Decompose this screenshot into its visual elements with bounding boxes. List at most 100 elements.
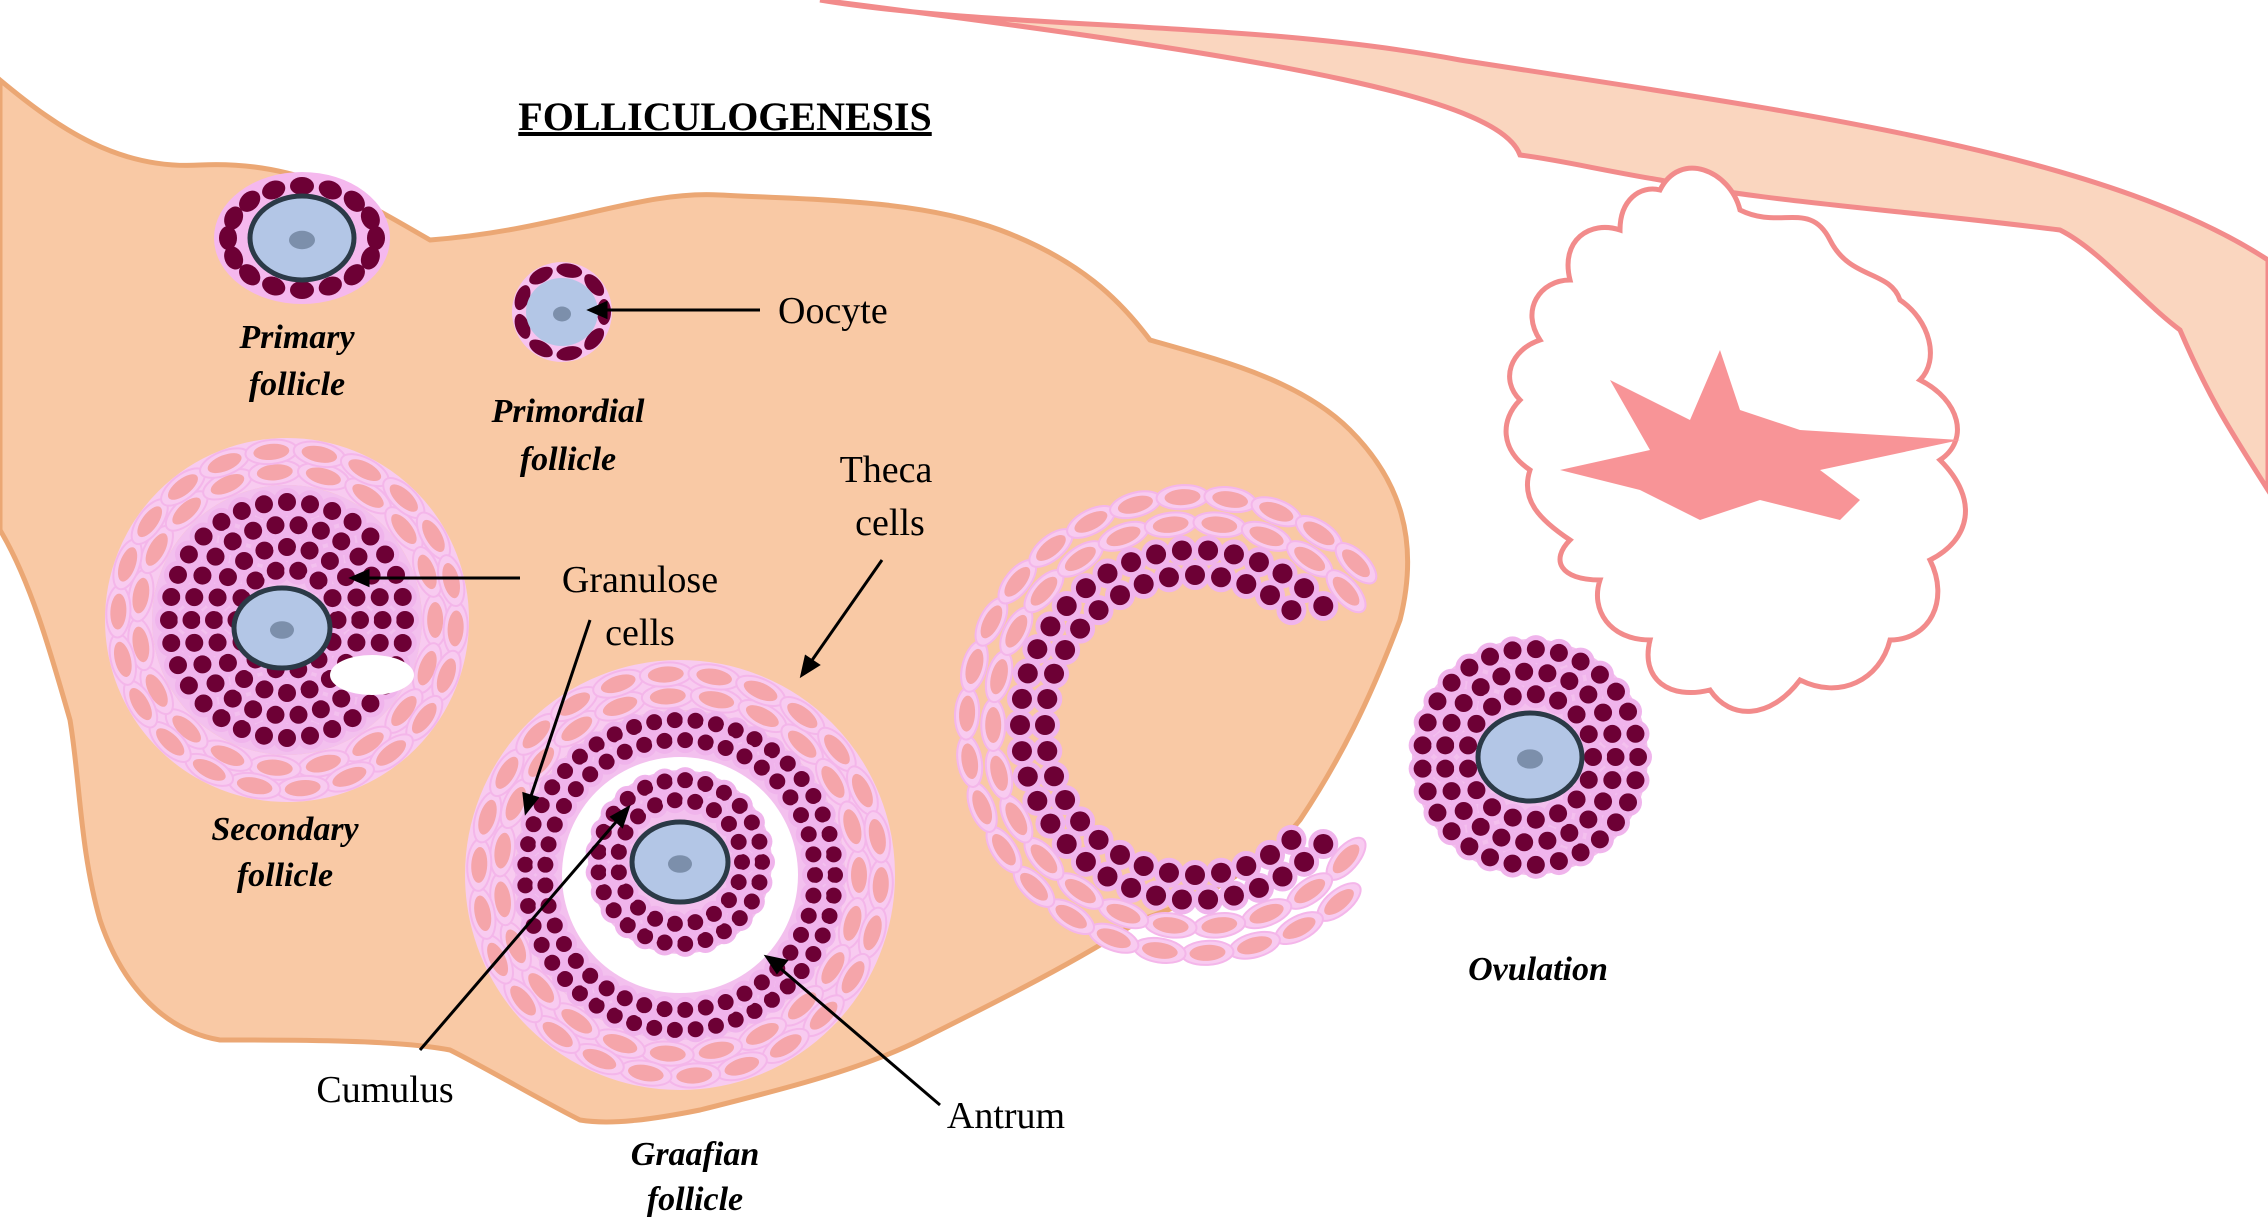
theca-arrowhead xyxy=(799,654,821,679)
cumulus-label: Cumulus xyxy=(316,1069,453,1111)
granulosa-cell xyxy=(687,793,704,810)
granulosa-cell xyxy=(193,655,212,674)
theca-cell xyxy=(110,593,127,630)
granulosa-cell xyxy=(1070,618,1091,639)
theca-cell xyxy=(1106,526,1141,547)
theca-cells-label-line1: Theca xyxy=(840,449,933,491)
granulosa-cell xyxy=(1579,810,1598,829)
granulosa-cell xyxy=(1133,574,1154,595)
granulosa-cell xyxy=(598,980,615,997)
graafian-follicle-label-line2: follicle xyxy=(647,1181,743,1218)
granulosa-cell xyxy=(1492,828,1511,847)
granulosa-cell xyxy=(746,731,763,748)
granulosa-cell xyxy=(289,516,308,535)
granulosa-cell xyxy=(687,914,704,931)
theca-cell xyxy=(1106,903,1141,924)
theca-cell xyxy=(494,881,511,918)
granulosa-cell xyxy=(1223,544,1244,565)
theca-cell xyxy=(167,474,198,500)
granulosa-cell xyxy=(343,190,365,212)
theca-cell xyxy=(787,702,818,729)
granulosa-cell xyxy=(337,568,356,587)
theca-cell xyxy=(821,952,845,984)
primordial-follicle-label-line1: Primordial xyxy=(490,393,645,430)
granulose-arrow-graafian xyxy=(526,619,592,806)
granulosa-cell xyxy=(311,521,330,540)
cumulus-arrowhead xyxy=(609,804,631,829)
theca-cell xyxy=(1342,549,1370,578)
granulosa-cell xyxy=(1503,641,1522,660)
granulosa-cell xyxy=(1294,578,1315,599)
antrum-arrowhead xyxy=(763,954,789,975)
theca-cell xyxy=(145,674,168,707)
theca-cell xyxy=(561,716,593,742)
primary-follicle xyxy=(214,172,390,304)
granulosa-cell xyxy=(318,276,342,296)
granulosa-cell xyxy=(1017,663,1038,684)
granulosa-cell xyxy=(323,589,342,608)
granulosa-cell xyxy=(254,726,273,745)
granulosa-cell xyxy=(1428,692,1447,711)
granulosa-cell xyxy=(1549,691,1568,710)
granulosa-cell xyxy=(605,902,622,919)
granulosa-cell xyxy=(617,824,634,841)
theca-cell xyxy=(1004,566,1031,597)
granulosa-cell xyxy=(533,797,550,814)
granulosa-cell xyxy=(1515,833,1534,852)
granulosa-cell xyxy=(208,588,227,607)
granulosa-cell xyxy=(1040,813,1061,834)
theca-cell xyxy=(132,626,150,663)
granulosa-cell xyxy=(730,874,747,891)
theca-cell xyxy=(156,728,185,756)
granulosa-cell xyxy=(212,512,231,531)
granulosa-cell xyxy=(1626,724,1645,743)
granulosa-cell xyxy=(347,633,366,652)
granulosa-cell xyxy=(1110,844,1130,865)
graafian-follicle-label-line1: Graafian xyxy=(631,1136,759,1173)
granulosa-cell xyxy=(588,997,605,1014)
granulosa-cell xyxy=(619,790,636,807)
granulosa-cell xyxy=(626,1015,643,1032)
granulosa-cell xyxy=(1313,595,1334,616)
granulosa-cell xyxy=(1236,574,1257,595)
secondary-follicle xyxy=(105,438,469,802)
granulosa-cell xyxy=(754,854,770,870)
oocyte-nucleus xyxy=(270,621,294,639)
granulosa-cell xyxy=(1070,811,1091,832)
theca-cell xyxy=(985,707,1002,743)
granulosa-cell xyxy=(782,944,799,961)
theca-cell xyxy=(1294,878,1326,904)
granulosa-cell xyxy=(666,915,683,932)
theca-cell xyxy=(1117,495,1153,514)
granulosa-cell xyxy=(1010,715,1030,735)
granulosa-cell xyxy=(396,611,414,629)
theca-cell xyxy=(417,650,437,686)
theca-cell xyxy=(305,754,341,773)
theca-cell xyxy=(352,732,384,756)
theca-cell xyxy=(129,687,152,721)
granulosa-cell xyxy=(571,985,588,1002)
granulosa-cell xyxy=(590,843,607,860)
granulosa-cell xyxy=(697,931,714,948)
granulosa-cell xyxy=(185,588,204,607)
granulosa-cell xyxy=(1454,801,1473,820)
granulosa-cell xyxy=(1606,748,1625,766)
granulosa-cell xyxy=(636,736,653,753)
granulosa-cell xyxy=(179,676,198,695)
primordial-follicle xyxy=(512,262,612,362)
granulosa-cell xyxy=(343,512,362,531)
granulosa-cell xyxy=(168,656,187,675)
granulosa-cell xyxy=(763,991,780,1008)
theca-cell xyxy=(843,809,862,845)
granulosa-cell xyxy=(793,963,810,980)
granulosa-cell xyxy=(1584,748,1602,766)
granulosa-cell xyxy=(1055,640,1076,660)
theca-cell xyxy=(787,730,817,758)
oocyte-nucleus xyxy=(1517,749,1543,769)
granulosa-cell xyxy=(557,763,574,780)
granulosa-cell xyxy=(360,206,380,230)
granulosa-cell xyxy=(328,611,347,629)
theca-cell xyxy=(843,905,862,941)
granulosa-cell xyxy=(332,532,351,551)
granulosa-cell xyxy=(1198,889,1219,910)
